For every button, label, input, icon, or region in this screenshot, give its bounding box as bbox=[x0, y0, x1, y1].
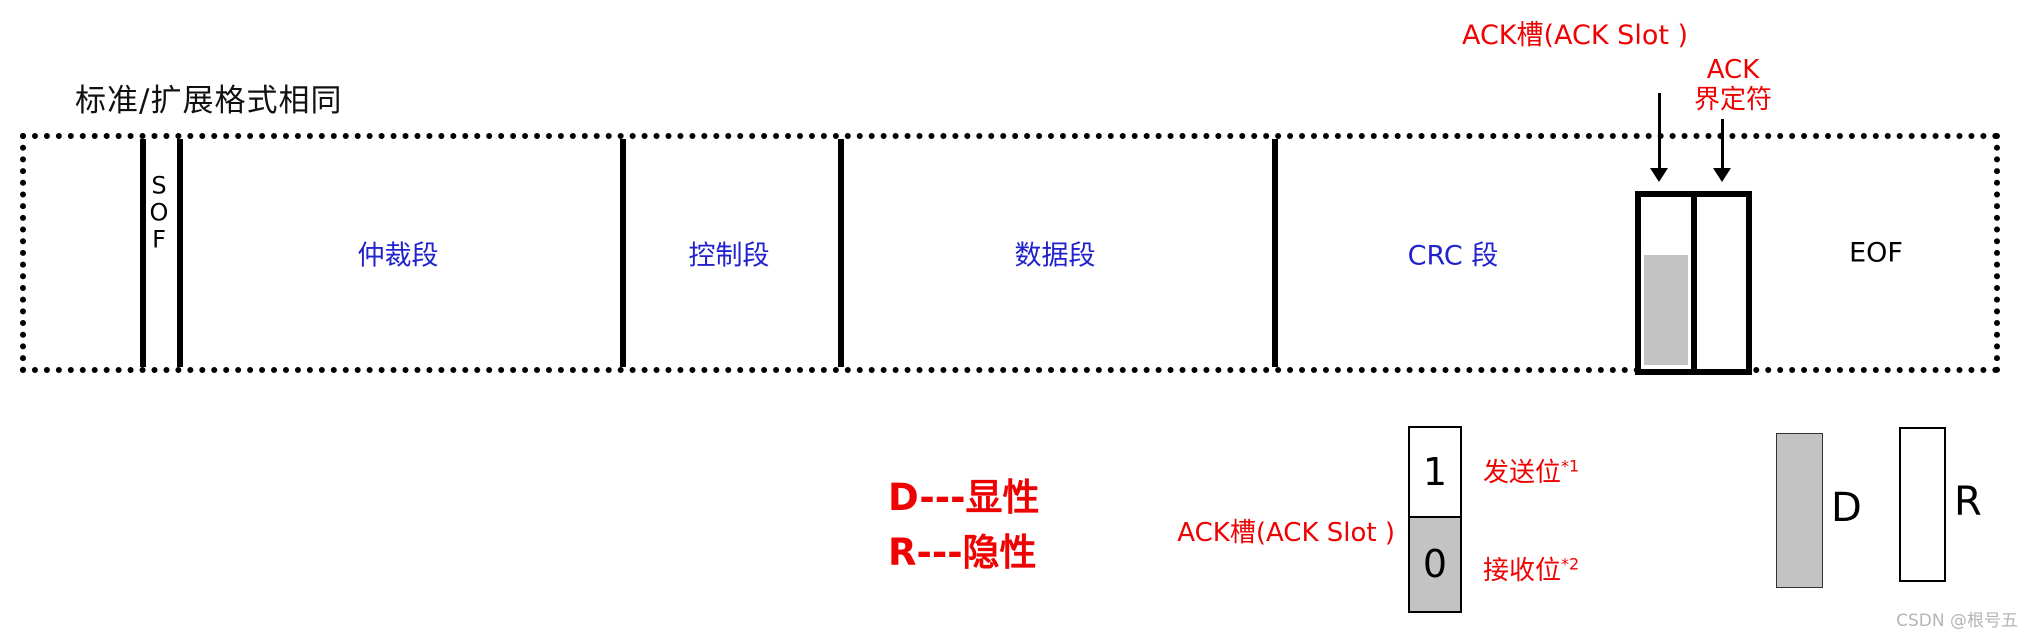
ack-slot-delimiter-divider bbox=[1690, 197, 1697, 369]
sof-left-divider bbox=[140, 139, 146, 367]
recessive-key-label: R bbox=[1954, 479, 1982, 525]
ack-delimiter-annotation: ACK 界定符 bbox=[1694, 55, 1772, 115]
sof-letter-s: S bbox=[151, 171, 167, 200]
receive-bit-label: 接收位 bbox=[1483, 556, 1562, 586]
ack-slot-arrowhead-icon bbox=[1650, 168, 1668, 182]
send-bit-label: 发送位 bbox=[1483, 458, 1562, 488]
send-bit-superscript: *1 bbox=[1561, 456, 1580, 476]
control-data-divider bbox=[838, 139, 844, 367]
dominant-recessive-legend: D---显性 R---隐性 bbox=[888, 470, 1039, 580]
sof-right-divider bbox=[177, 139, 183, 367]
sof-letter-o: O bbox=[149, 198, 169, 227]
ack-delimiter-arrowhead-icon bbox=[1713, 168, 1731, 182]
send-bit-note: 发送位*1 bbox=[1483, 452, 1579, 489]
ack-field-box bbox=[1635, 191, 1752, 375]
dominant-key-box bbox=[1776, 433, 1823, 588]
data-crc-divider bbox=[1272, 139, 1278, 367]
receive-bit-superscript: *2 bbox=[1561, 554, 1580, 574]
recessive-key-box bbox=[1899, 427, 1946, 582]
ack-delimiter-annotation-line1: ACK bbox=[1706, 55, 1760, 85]
ack-slot-annotation: ACK槽(ACK Slot ) bbox=[1461, 20, 1689, 51]
dominant-key-label: D bbox=[1831, 485, 1862, 531]
dominant-legend-line: D---显性 bbox=[888, 476, 1040, 519]
recessive-legend-line: R---隐性 bbox=[888, 531, 1037, 574]
ack-send-bit-box: 1 bbox=[1408, 426, 1462, 518]
segment-crc-label: CRC 段 bbox=[1407, 240, 1499, 272]
arbitration-control-divider bbox=[620, 139, 626, 367]
segment-control-label: 控制段 bbox=[688, 240, 770, 272]
ack-receive-bit-box: 0 bbox=[1408, 516, 1462, 613]
segment-sof-label: S O F bbox=[149, 171, 169, 254]
segment-arbitration-label: 仲裁段 bbox=[357, 240, 439, 272]
segment-data-label: 数据段 bbox=[1014, 240, 1096, 272]
receive-bit-note: 接收位*2 bbox=[1483, 550, 1579, 587]
diagram-title: 标准/扩展格式相同 bbox=[75, 83, 343, 119]
segment-eof-label: EOF bbox=[1849, 237, 1903, 269]
ack-slot-arrow-icon bbox=[1658, 93, 1661, 170]
sof-letter-f: F bbox=[152, 225, 166, 254]
ack-slot-detail-label: ACK槽(ACK Slot ) bbox=[1177, 518, 1395, 548]
ack-delimiter-annotation-line2: 界定符 bbox=[1693, 85, 1773, 115]
ack-slot-gray-fill bbox=[1644, 255, 1688, 365]
ack-delimiter-arrow-icon bbox=[1721, 119, 1724, 170]
watermark-text: CSDN @根号五 bbox=[1896, 611, 2018, 631]
